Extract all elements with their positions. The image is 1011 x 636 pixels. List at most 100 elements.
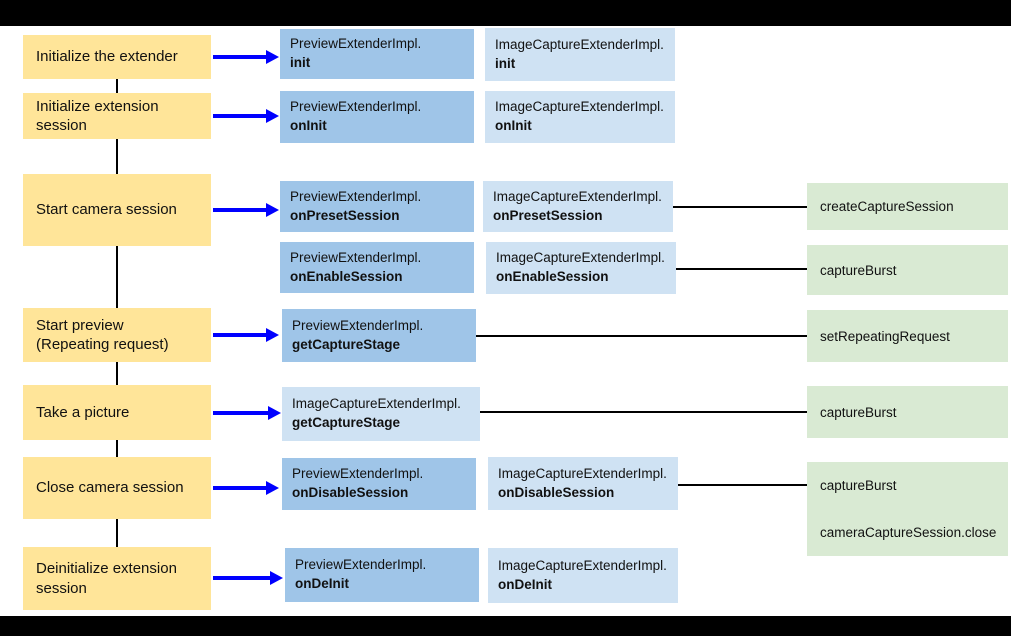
connector-line (673, 268, 807, 270)
camera2-createcapturesession-box: createCaptureSession (807, 183, 1008, 230)
class-name: ImageCaptureExtenderImpl. (498, 557, 667, 573)
step-label: Initialize extension (36, 97, 159, 115)
method-name: onInit (495, 118, 532, 133)
camera2-call-label: cameraCaptureSession.close (820, 525, 997, 540)
imagecapture-onenablesession-box: ImageCaptureExtenderImpl. onEnableSessio… (486, 242, 676, 294)
method-name: onEnableSession (290, 268, 403, 284)
step-close-camera-session: Close camera session (23, 457, 211, 519)
flow-arrow (213, 328, 279, 342)
flow-arrow (213, 571, 283, 585)
connector-line (116, 440, 118, 457)
step-label: Start camera session (36, 201, 177, 219)
camera2-setrepeatingrequest-box: setRepeatingRequest (807, 310, 1008, 362)
step-initialize-extender: Initialize the extender (23, 35, 211, 79)
imagecapture-onpresetsession-box: ImageCaptureExtenderImpl. onPresetSessio… (483, 181, 673, 232)
arrow-shaft (213, 576, 272, 580)
method-name: getCaptureStage (292, 415, 401, 430)
class-name: ImageCaptureExtenderImpl. (495, 99, 664, 115)
imagecapture-getcapturestage-box: ImageCaptureExtenderImpl. getCaptureStag… (282, 387, 480, 441)
method-name: onDisableSession (498, 484, 615, 500)
arrow-shaft (213, 55, 268, 59)
preview-onenablesession-box: PreviewExtenderImpl. onEnableSession (280, 242, 474, 293)
preview-ondeinit-box: PreviewExtenderImpl. onDeInit (285, 548, 479, 602)
class-name: PreviewExtenderImpl. (290, 188, 422, 204)
flow-arrow (213, 109, 279, 123)
step-take-a-picture: Take a picture (23, 385, 211, 440)
flow-arrow (213, 50, 279, 64)
connector-line (116, 519, 118, 547)
preview-init-box: PreviewExtenderImpl. init (280, 29, 474, 79)
imagecapture-oninit-box: ImageCaptureExtenderImpl. onInit (485, 91, 675, 143)
step-label: Close camera session (36, 479, 184, 497)
flow-arrow (213, 406, 281, 420)
camera2-captureburst-box: captureBurst (807, 462, 1008, 509)
arrow-head-icon (268, 406, 281, 420)
preview-oninit-box: PreviewExtenderImpl. onInit (280, 91, 474, 143)
preview-getcapturestage-box: PreviewExtenderImpl. getCaptureStage (282, 309, 476, 362)
method-name: init (495, 55, 516, 71)
arrow-head-icon (266, 50, 279, 64)
class-name: PreviewExtenderImpl. (290, 36, 422, 52)
flow-arrow (213, 203, 279, 217)
camera2-cameracapturesession-close-box: cameraCaptureSession.close (807, 509, 1008, 556)
class-name: PreviewExtenderImpl. (292, 317, 424, 333)
arrow-head-icon (266, 109, 279, 123)
camera2-call-label: captureBurst (820, 478, 897, 493)
camera2-captureburst-box: captureBurst (807, 386, 1008, 438)
connector-line (474, 335, 807, 337)
arrow-head-icon (270, 571, 283, 585)
method-name: init (290, 55, 311, 70)
connector-line (480, 411, 807, 413)
method-name: onEnableSession (496, 269, 609, 284)
arrow-shaft (213, 486, 268, 490)
preview-onpresetsession-box: PreviewExtenderImpl. onPresetSession (280, 181, 474, 232)
connector-line (676, 484, 807, 486)
method-name: onDisableSession (292, 485, 409, 500)
step-label: session (36, 579, 87, 597)
method-name: onPresetSession (290, 207, 400, 223)
class-name: PreviewExtenderImpl. (295, 557, 427, 573)
camera2-captureburst-box: captureBurst (807, 245, 1008, 295)
connector-line (116, 79, 118, 93)
camera2-call-label: captureBurst (820, 404, 897, 420)
connector-line (671, 206, 807, 208)
imagecapture-ondisablesession-box: ImageCaptureExtenderImpl. onDisableSessi… (488, 457, 678, 510)
step-start-camera-session: Start camera session (23, 174, 211, 246)
method-name: onInit (290, 118, 327, 133)
connector-line (116, 362, 118, 385)
camera2-call-label: captureBurst (820, 262, 897, 278)
flow-arrow (213, 481, 279, 495)
class-name: ImageCaptureExtenderImpl. (493, 188, 662, 204)
step-label: Start preview (36, 316, 124, 334)
preview-ondisablesession-box: PreviewExtenderImpl. onDisableSession (282, 458, 476, 510)
camera2-call-label: setRepeatingRequest (820, 328, 950, 344)
class-name: PreviewExtenderImpl. (292, 466, 424, 482)
class-name: PreviewExtenderImpl. (290, 249, 422, 265)
method-name: onDeInit (295, 576, 349, 591)
arrow-head-icon (266, 328, 279, 342)
arrow-shaft (213, 208, 268, 212)
class-name: PreviewExtenderImpl. (290, 99, 422, 115)
step-label: Take a picture (36, 403, 130, 421)
camera2-call-label: createCaptureSession (820, 199, 954, 214)
imagecapture-init-box: ImageCaptureExtenderImpl. init (485, 28, 675, 81)
class-name: ImageCaptureExtenderImpl. (292, 396, 461, 412)
class-name: ImageCaptureExtenderImpl. (498, 465, 667, 481)
step-start-preview: Start preview (Repeating request) (23, 308, 211, 362)
method-name: onPresetSession (493, 207, 603, 223)
step-label: Deinitialize extension (36, 560, 177, 578)
imagecapture-ondeinit-box: ImageCaptureExtenderImpl. onDeInit (488, 548, 678, 603)
arrow-head-icon (266, 203, 279, 217)
class-name: ImageCaptureExtenderImpl. (496, 250, 665, 266)
arrow-shaft (213, 114, 268, 118)
top-black-bar (0, 0, 1011, 26)
connector-line (116, 139, 118, 174)
arrow-shaft (213, 411, 270, 415)
step-label: (Repeating request) (36, 336, 169, 353)
arrow-shaft (213, 333, 268, 337)
class-name: ImageCaptureExtenderImpl. (495, 36, 664, 52)
method-name: getCaptureStage (292, 336, 401, 352)
